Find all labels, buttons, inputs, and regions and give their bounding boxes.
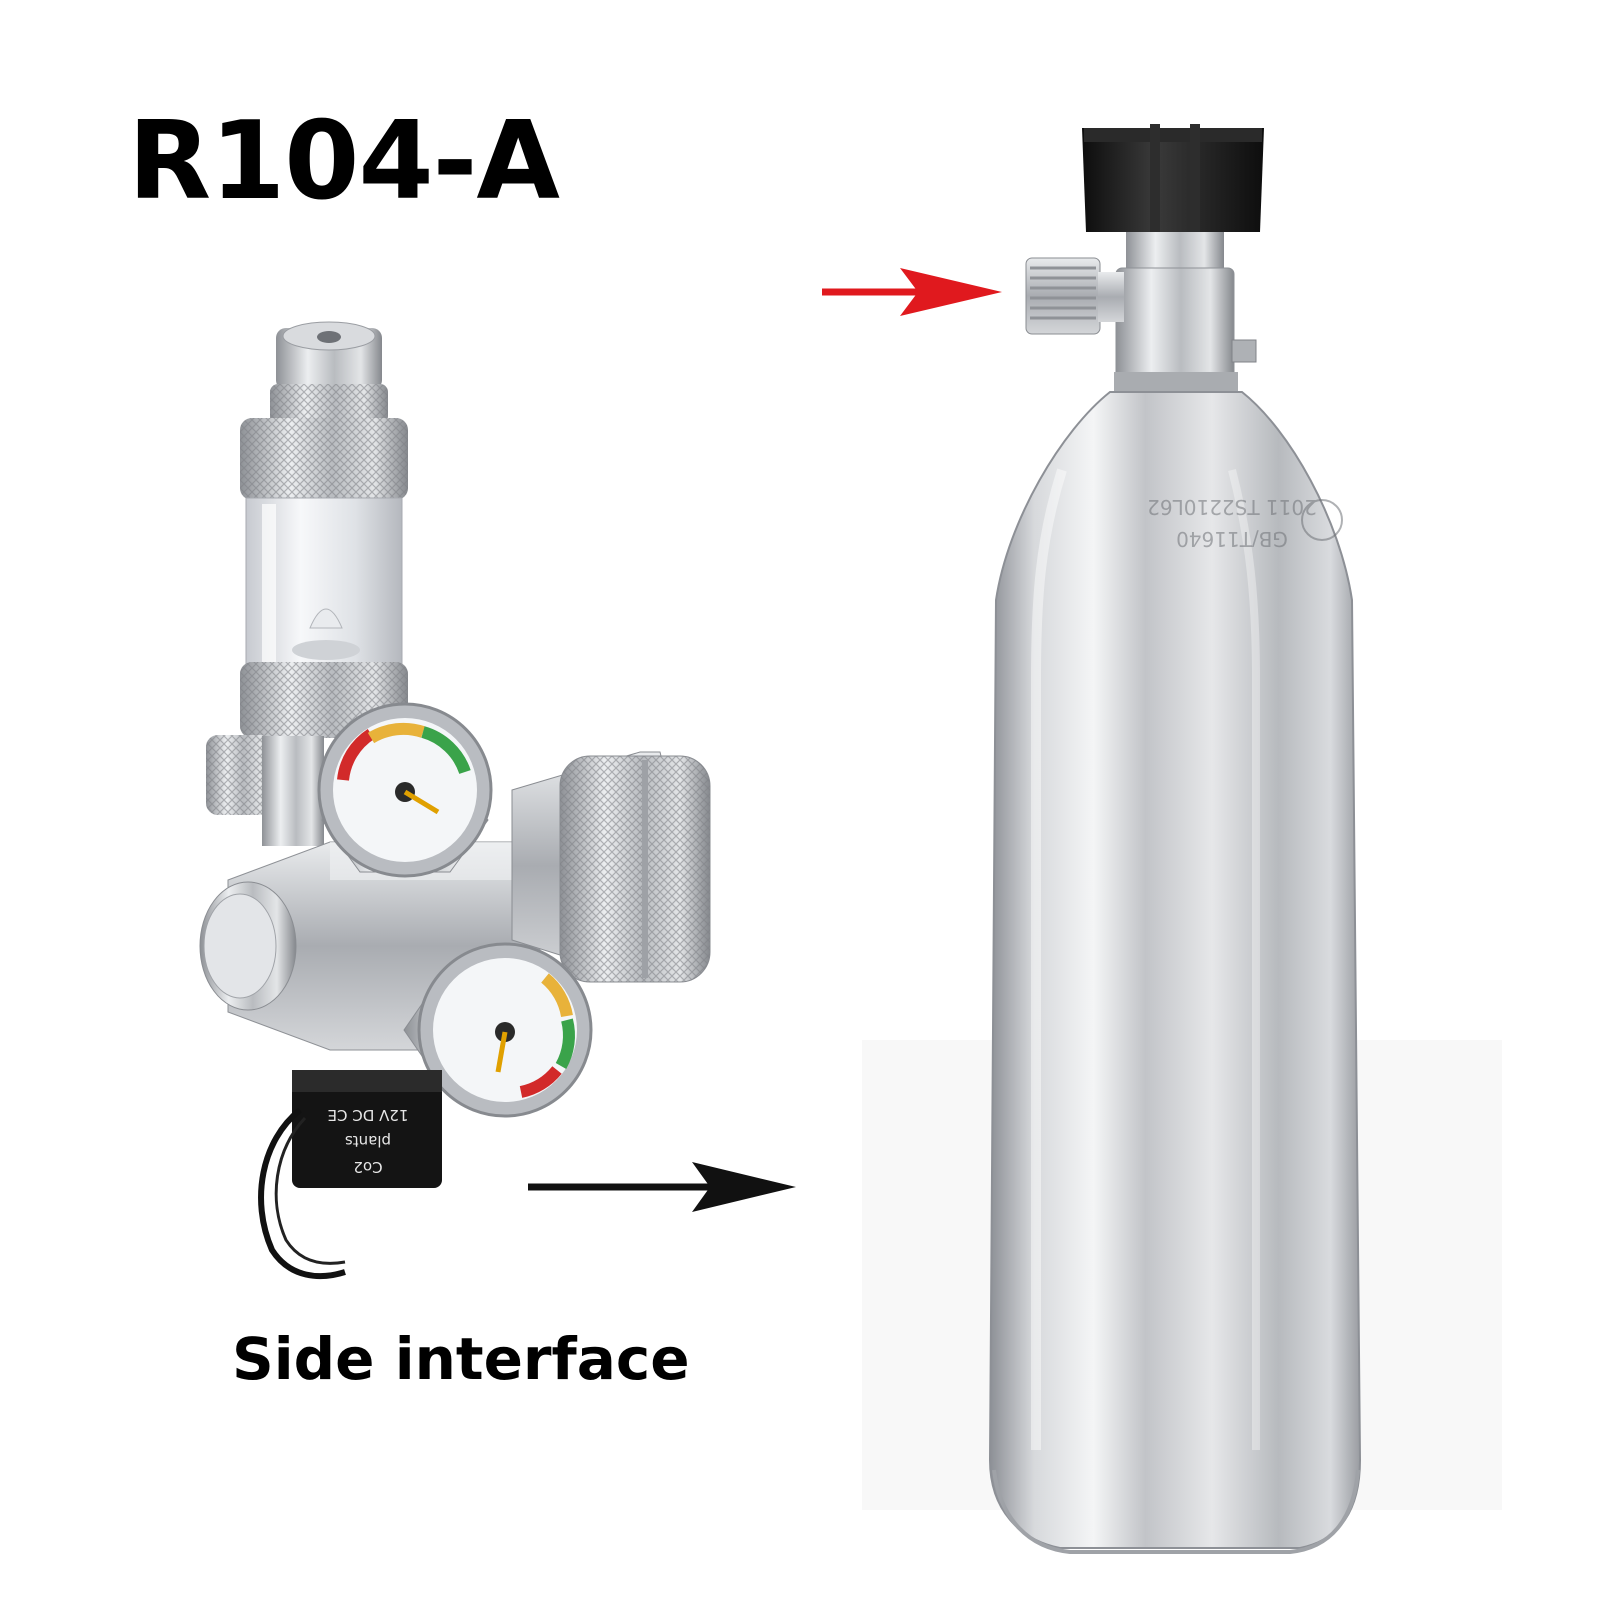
cylinder-pressure-gauge — [403, 942, 593, 1118]
embossed-markings: GB/T11640 2011 TS2210L62 — [1147, 495, 1343, 551]
embossed-serial: 2011 TS2210L62 — [1147, 495, 1317, 519]
valve-handwheel — [1082, 124, 1264, 234]
working-pressure-gauge — [317, 702, 493, 878]
embossed-standard: GB/T11640 — [1176, 527, 1288, 551]
red-arrow — [822, 268, 1002, 316]
solenoid-label-voltage: 12V DC CE — [328, 1106, 409, 1124]
bubble-counter — [240, 321, 408, 738]
solenoid-label-plants: plants — [345, 1132, 391, 1150]
black-arrow — [528, 1162, 796, 1212]
power-cable — [258, 1107, 346, 1280]
solenoid-label-co2: Co2 — [353, 1158, 382, 1176]
co2-cylinder: GB/T11640 2011 TS2210L62 — [862, 124, 1502, 1554]
side-interface-caption: Side interface — [232, 1325, 690, 1393]
solenoid-valve: Co2 plants 12V DC CE — [292, 1070, 442, 1188]
co2-regulator: Co2 plants 12V DC CE — [199, 321, 711, 1280]
adjustment-knob — [511, 751, 711, 983]
side-outlet-thread — [1025, 257, 1124, 335]
product-model-title: R104-A — [128, 99, 560, 224]
